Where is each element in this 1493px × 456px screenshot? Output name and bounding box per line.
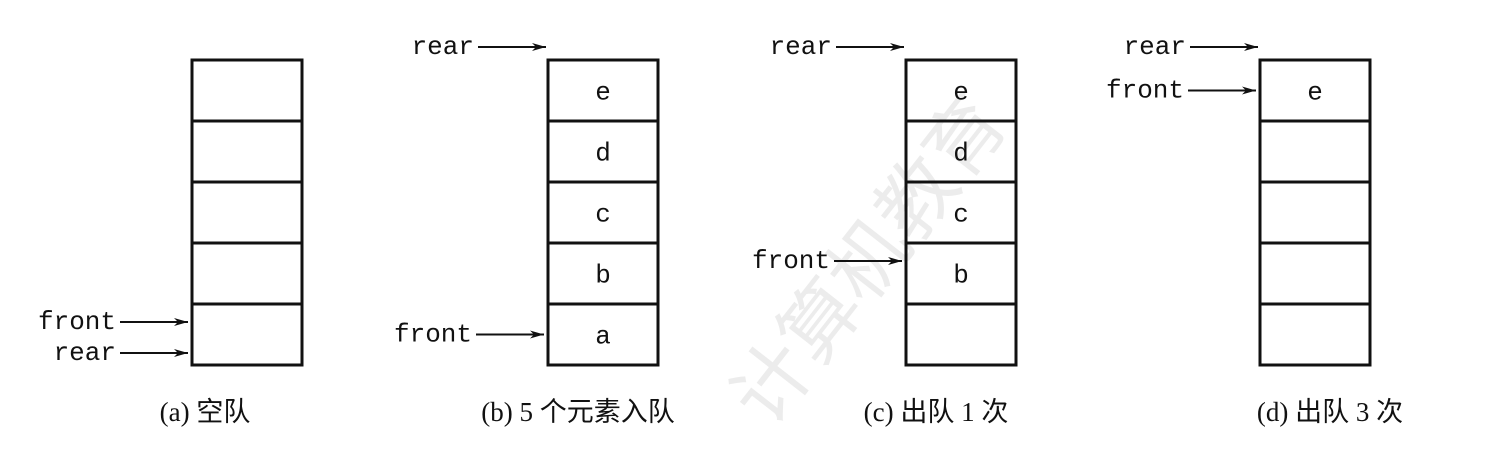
panel-caption: (d) 出队 3 次: [1257, 397, 1403, 427]
pointer-label-front: front: [394, 320, 472, 350]
pointer-label-rear: rear: [770, 32, 832, 62]
queue-panel: e rear front (d) 出队 3 次: [1106, 32, 1403, 427]
queue-element-label: b: [595, 261, 611, 291]
queue-element-label: e: [595, 78, 611, 108]
pointer-label-front: front: [38, 307, 116, 337]
queue-element-label: e: [953, 78, 969, 108]
queue-element-label: d: [595, 139, 611, 169]
queue-element-label: c: [595, 200, 611, 230]
queue-element-label: d: [953, 139, 969, 169]
queue-panel: e d c b a rear front (b) 5 个元素入队: [394, 32, 675, 427]
queue-cell: [1258, 241, 1372, 306]
queue-cell: [1258, 119, 1372, 184]
queue-element-label: b: [953, 261, 969, 291]
panel-caption: (c) 出队 1 次: [864, 397, 1009, 427]
queue-element-label: e: [1307, 78, 1323, 108]
queue-cell: [904, 302, 1018, 367]
queue-cell: [546, 302, 660, 367]
queue-element-label: c: [953, 200, 969, 230]
pointer-label-rear: rear: [1124, 32, 1186, 62]
pointer-label-rear: rear: [412, 32, 474, 62]
queue-cell: [190, 180, 304, 245]
queue-cell: [190, 241, 304, 306]
panel-caption: (b) 5 个元素入队: [481, 397, 674, 427]
queue-cell: [1258, 180, 1372, 245]
queue-panel: e d c b rear front (c) 出队 1 次: [752, 32, 1018, 427]
panel-caption: (a) 空队: [160, 397, 251, 427]
pointer-label-front: front: [1106, 76, 1184, 106]
queue-cell: [190, 119, 304, 184]
queue-cell: [1258, 302, 1372, 367]
queue-cell: [190, 302, 304, 367]
pointer-label-front: front: [752, 246, 830, 276]
queue-element-label: a: [595, 322, 611, 352]
queue-cell: [190, 58, 304, 123]
pointer-label-rear: rear: [54, 338, 116, 368]
